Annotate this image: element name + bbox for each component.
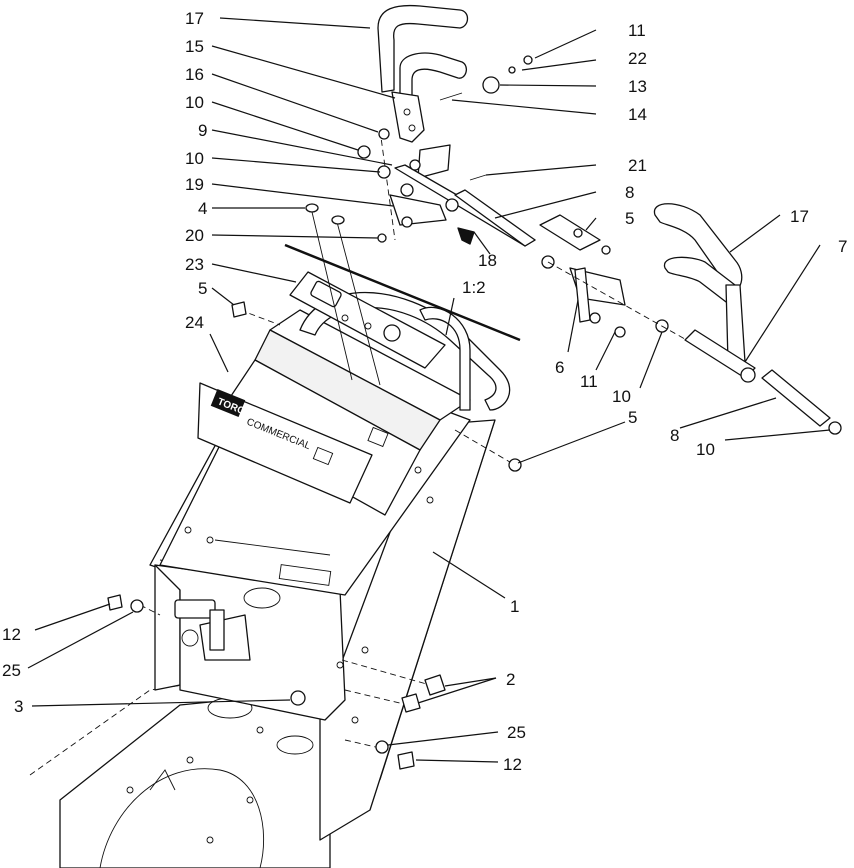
right-handle-assembly — [539, 203, 842, 435]
callout-23: 23 — [185, 255, 204, 274]
callout-10: 10 — [185, 149, 204, 168]
callout-15: 15 — [185, 37, 204, 56]
callout-19: 19 — [185, 175, 204, 194]
callout-5: 5 — [628, 408, 637, 427]
callout-5: 5 — [198, 279, 207, 298]
control-panel — [289, 271, 446, 369]
callout-11: 11 — [628, 21, 646, 40]
callout-8: 8 — [670, 426, 679, 445]
callout-1: 1 — [510, 597, 519, 616]
callout-11: 11 — [580, 372, 598, 391]
cable — [284, 243, 521, 342]
callout-25: 25 — [507, 723, 526, 742]
callout-25: 25 — [2, 661, 21, 680]
callout-8: 8 — [625, 183, 634, 202]
callout-5: 5 — [625, 209, 634, 228]
callout-7: 7 — [838, 237, 847, 256]
callout-12: 12 — [503, 755, 522, 774]
callout-6: 6 — [555, 358, 564, 377]
callout-labels: 17 15 16 10 9 10 19 4 20 23 5 24 11 22 1… — [2, 9, 847, 774]
callout-20: 20 — [185, 226, 204, 245]
callout-14: 14 — [628, 105, 647, 124]
callout-22: 22 — [628, 49, 647, 68]
callout-24: 24 — [185, 313, 204, 332]
callout-16: 16 — [185, 65, 204, 84]
callout-4: 4 — [198, 199, 207, 218]
hardware-bolts — [107, 301, 522, 770]
callout-10: 10 — [696, 440, 715, 459]
callout-9: 9 — [198, 121, 207, 140]
callout-2: 2 — [506, 670, 515, 689]
upper-handle-assembly — [357, 4, 536, 247]
callout-17: 17 — [185, 9, 204, 28]
callout-3: 3 — [14, 697, 23, 716]
callout-ratio: 1:2 — [462, 278, 486, 297]
control-rods — [305, 203, 381, 386]
callout-10: 10 — [185, 93, 204, 112]
callout-21: 21 — [628, 156, 647, 175]
callout-12: 12 — [2, 625, 21, 644]
front-bracket — [174, 599, 251, 661]
callout-10: 10 — [612, 387, 631, 406]
callout-17: 17 — [790, 207, 809, 226]
decal-plate: TORO COMMERCIAL — [197, 382, 389, 504]
callout-13: 13 — [628, 77, 647, 96]
callout-18: 18 — [478, 251, 497, 270]
leader-lines — [27, 17, 831, 763]
